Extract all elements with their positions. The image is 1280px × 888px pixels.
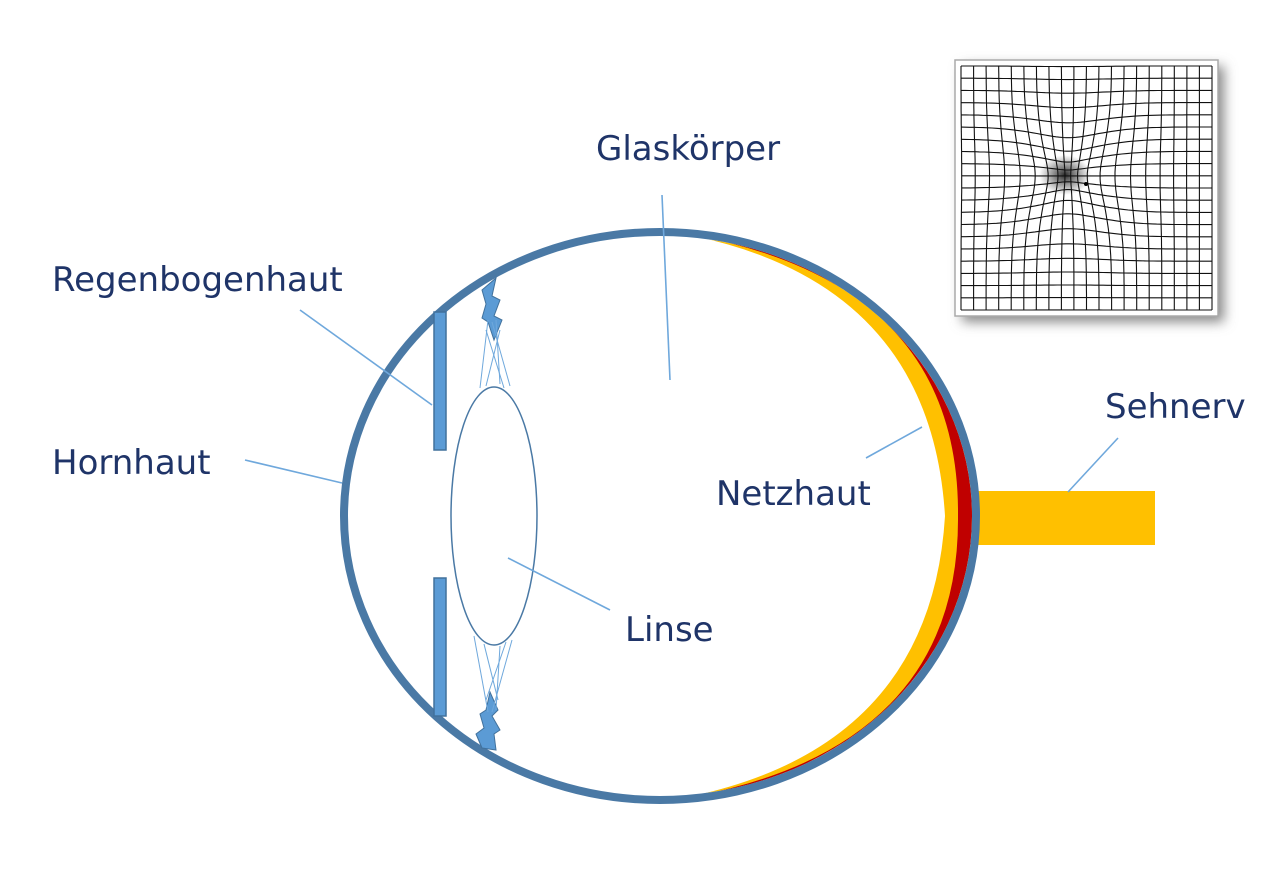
leader-cornea [244,459,343,484]
retina [660,236,972,796]
distorted-grid-lines [960,65,1213,311]
grid-horizontal-line [961,271,1212,274]
grid-vertical-line [1114,66,1125,310]
label-iris: Regenbogenhaut [52,260,343,300]
retina-yellow-layer [660,236,972,796]
grid-vertical-line [1129,66,1138,310]
grid-horizontal-line [961,189,1212,201]
grid-vertical-line [1159,66,1163,310]
amsler-grid-inset [954,59,1224,322]
retina-red-layer [660,236,972,796]
fixation-dot [1084,182,1088,186]
grid-horizontal-line [961,213,1212,226]
leader-optic-nerve [1067,437,1119,493]
leader-vitreous [661,194,671,381]
grid-horizontal-line [961,257,1212,262]
grid-horizontal-line [961,228,1212,238]
leader-retina [865,426,923,459]
label-lens: Linse [625,610,714,650]
grid-vertical-line [1099,66,1113,310]
leader-lens [507,557,611,611]
label-vitreous: Glaskörper [596,129,780,169]
grid-horizontal-line [961,181,1212,189]
grid-vertical-line [1173,66,1175,310]
zonule-fibers [473,319,513,713]
optic-nerve [978,491,1155,545]
leader-iris [299,309,433,406]
cornea-sclera-outline [340,228,980,804]
grid-vertical-line [1145,66,1150,310]
label-retina: Netzhaut [716,474,871,514]
label-cornea: Hornhaut [52,443,211,483]
grid-horizontal-line [961,284,1212,287]
grid-horizontal-line [961,243,1212,250]
iris-lower [433,577,447,717]
iris-upper [433,311,447,451]
label-optic-nerve: Sehnerv [1105,387,1246,427]
grid-horizontal-line [961,199,1212,213]
lens [450,386,538,646]
ciliary-body-upper [481,276,503,342]
